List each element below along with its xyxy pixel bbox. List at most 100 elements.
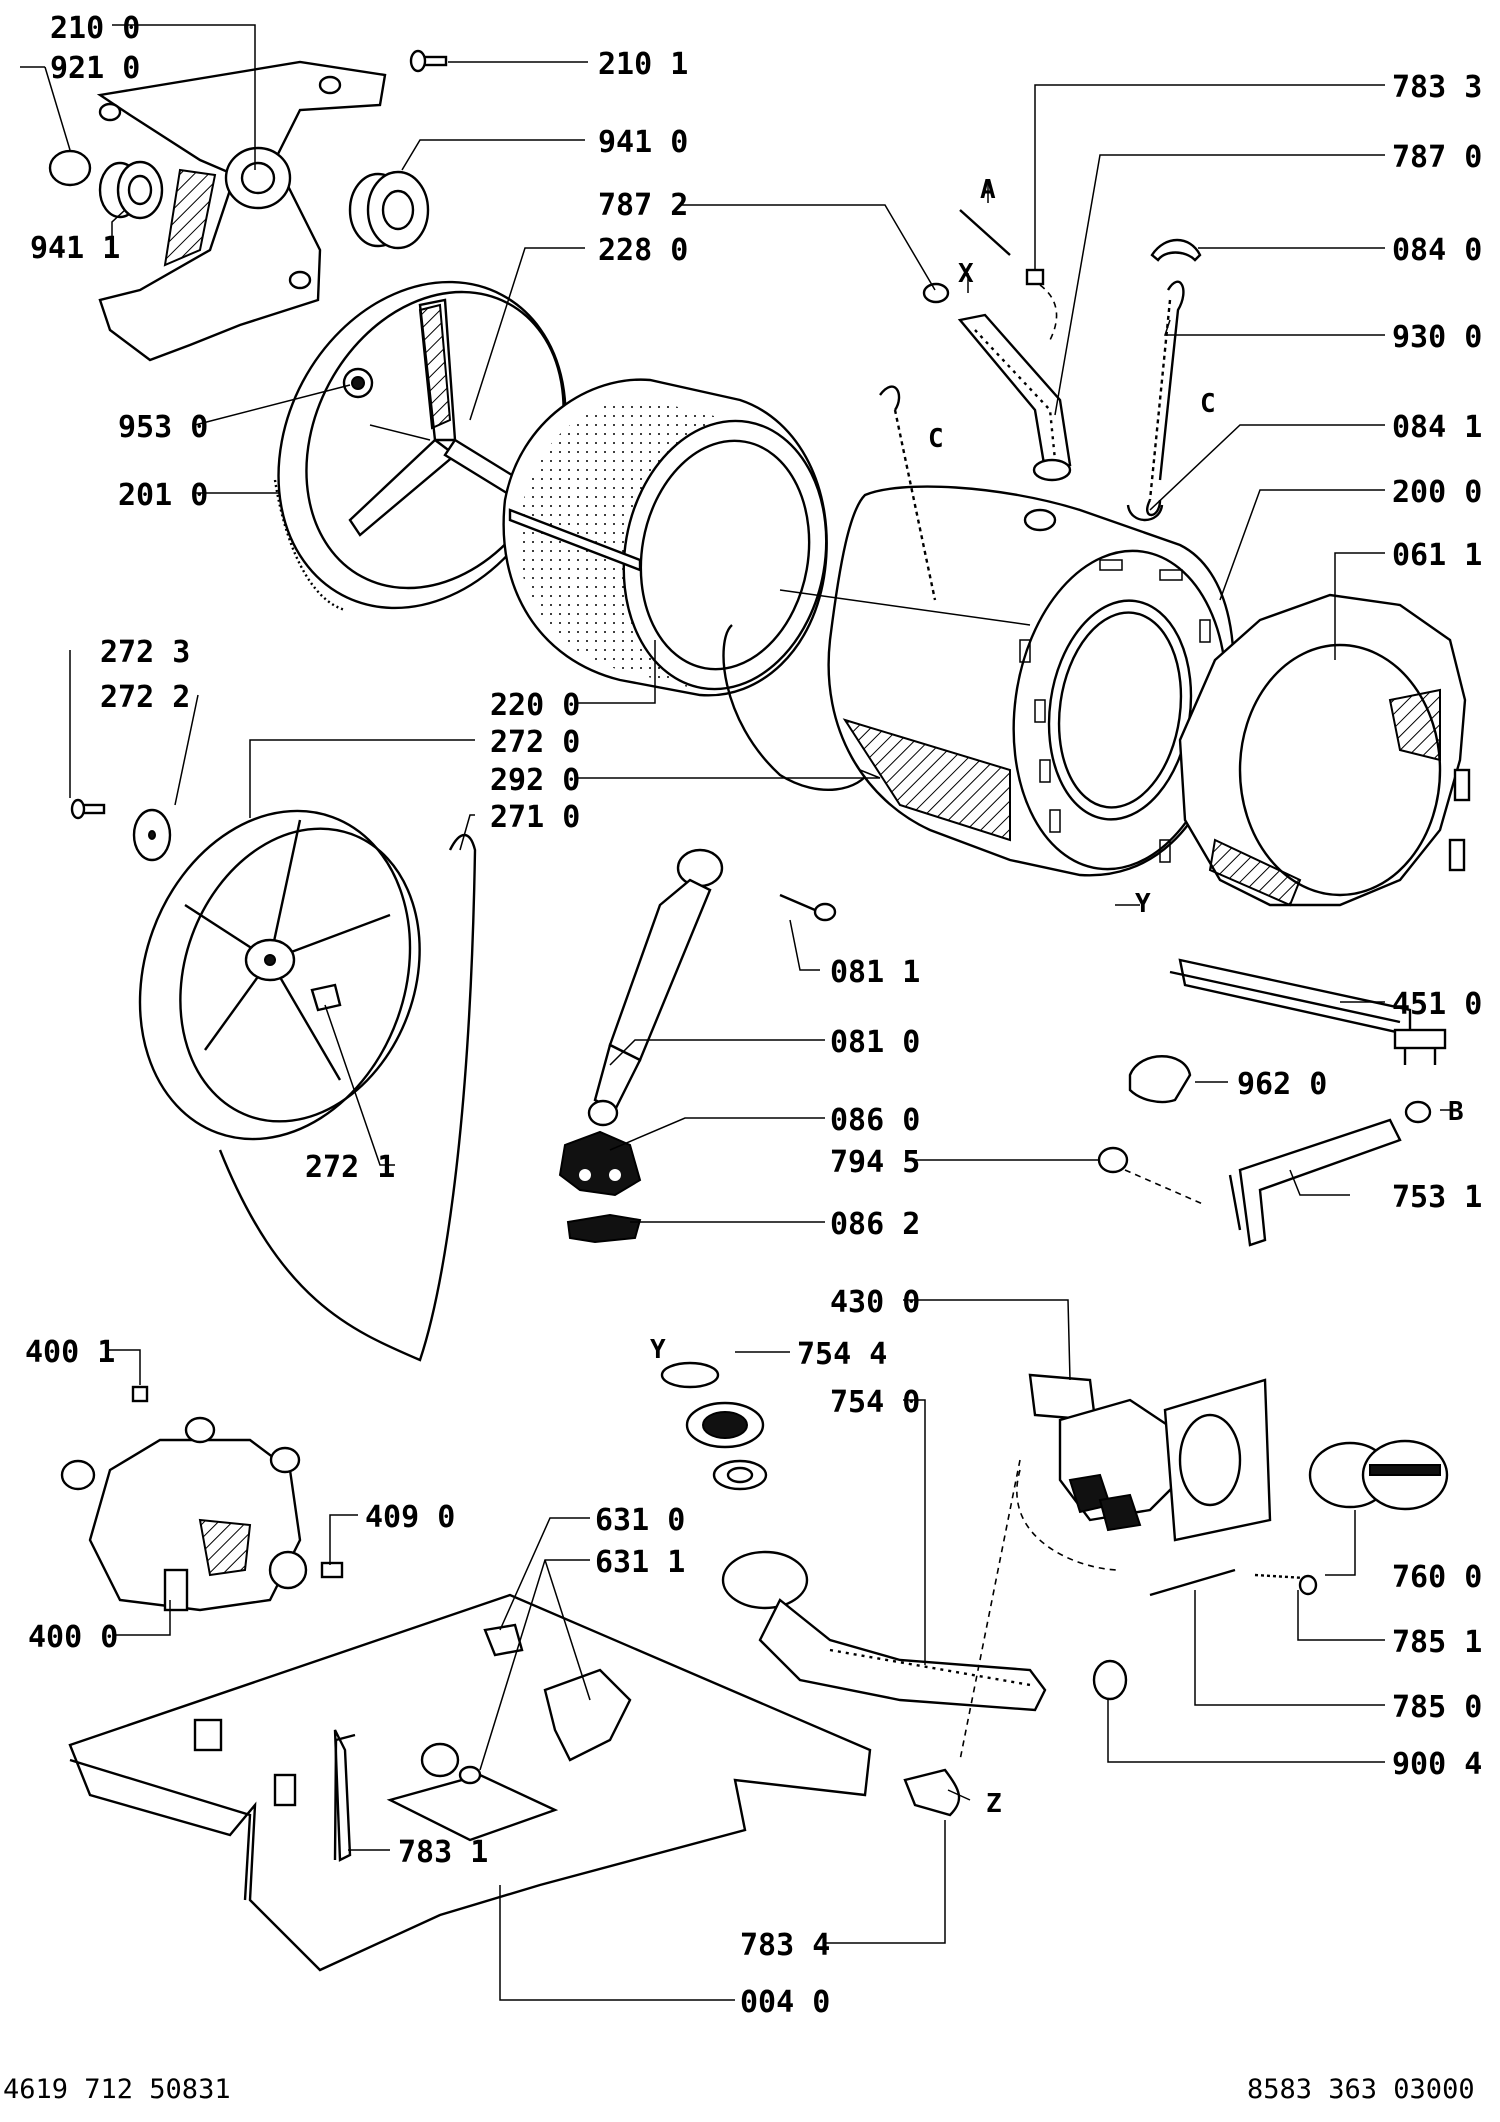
motor-screw-part bbox=[131, 1385, 149, 1403]
callout-272-1: 272 1 bbox=[305, 1150, 395, 1185]
callout-760-0: 760 0 bbox=[1392, 1560, 1482, 1595]
rear-tub-part bbox=[273, 280, 567, 612]
pump-filter-part bbox=[1308, 1439, 1449, 1511]
callout-754-0: 754 0 bbox=[830, 1385, 920, 1420]
leader-lines bbox=[20, 24, 1450, 2001]
tub-cross-part bbox=[96, 60, 387, 362]
shock-mount-clip-part bbox=[566, 1213, 642, 1244]
callout-930-0: 930 0 bbox=[1392, 320, 1482, 355]
marker-y-seal: Y bbox=[650, 1335, 666, 1365]
callout-200-0: 200 0 bbox=[1392, 475, 1482, 510]
callout-430-0: 430 0 bbox=[830, 1285, 920, 1320]
callout-086-0: 086 0 bbox=[830, 1103, 920, 1138]
spring-hook-top-part bbox=[1150, 238, 1202, 262]
heater-bracket-part bbox=[1128, 1055, 1192, 1104]
pin-part bbox=[959, 209, 1011, 256]
bellows-hose-part bbox=[957, 313, 1072, 482]
callout-409-0: 409 0 bbox=[365, 1500, 455, 1535]
connector-dashed-link bbox=[1124, 1169, 1206, 1206]
sump-ring-part bbox=[660, 1361, 720, 1389]
callout-941-1: 941 1 bbox=[30, 231, 120, 266]
pulley-washer-part bbox=[132, 808, 172, 862]
hose-spring-part bbox=[1254, 1573, 1318, 1596]
callout-921-0: 921 0 bbox=[50, 51, 140, 86]
callout-785-1: 785 1 bbox=[1392, 1625, 1482, 1660]
marker-b: B bbox=[1448, 1097, 1464, 1127]
marker-x: X bbox=[958, 259, 974, 289]
front-tub-part bbox=[779, 485, 1235, 877]
callout-210-1: 210 1 bbox=[598, 47, 688, 82]
spring-hook-bottom-part bbox=[1126, 504, 1164, 522]
callout-783-1: 783 1 bbox=[398, 1835, 488, 1870]
callout-084-1: 084 1 bbox=[1392, 410, 1482, 445]
callout-400-0: 400 0 bbox=[28, 1620, 118, 1655]
pump-hose-part bbox=[1149, 1568, 1236, 1597]
marker-z: Z bbox=[986, 1789, 1002, 1819]
callout-794-5: 794 5 bbox=[830, 1145, 920, 1180]
pulley-screw-part bbox=[70, 798, 106, 820]
drum-part bbox=[502, 378, 828, 697]
suspension-spring-right-part bbox=[1146, 280, 1185, 517]
footer-right-code: 8583 363 03000 bbox=[1247, 2074, 1475, 2105]
heater-element-part bbox=[1169, 958, 1447, 1065]
callout-084-0: 084 0 bbox=[1392, 233, 1482, 268]
callout-783-3: 783 3 bbox=[1392, 70, 1482, 105]
callout-272-0: 272 0 bbox=[490, 725, 580, 760]
callout-292-0: 292 0 bbox=[490, 763, 580, 798]
sump-seal-part bbox=[685, 1401, 765, 1449]
hose-clip-part bbox=[1092, 1659, 1128, 1701]
callout-210-0: 210 0 bbox=[50, 11, 140, 46]
foot-bracket-part bbox=[543, 1668, 632, 1762]
level-sensor-part bbox=[1228, 1100, 1432, 1247]
foot-clip-part bbox=[483, 1623, 524, 1657]
callout-631-1: 631 1 bbox=[595, 1545, 685, 1580]
callout-220-0: 220 0 bbox=[490, 688, 580, 723]
air-valve-part bbox=[1025, 268, 1058, 341]
circlip-part bbox=[48, 149, 92, 187]
callout-787-2: 787 2 bbox=[598, 188, 688, 223]
sump-hose-part bbox=[721, 1550, 1047, 1712]
marker-c-right: C bbox=[1200, 389, 1216, 419]
callout-953-0: 953 0 bbox=[118, 410, 208, 445]
carbon-brush-part bbox=[320, 1561, 344, 1579]
callout-783-4: 783 4 bbox=[740, 1928, 830, 1963]
callout-labels: 210 0 921 0 210 1 941 0 941 1 787 2 228 … bbox=[3, 11, 1482, 2105]
callout-631-0: 631 0 bbox=[595, 1503, 685, 1538]
marker-y-tub: Y bbox=[1135, 889, 1151, 919]
callout-754-4: 754 4 bbox=[797, 1337, 887, 1372]
front-counterweight-part bbox=[1178, 593, 1471, 907]
small-bearing-part bbox=[98, 160, 164, 220]
hose-clamp-part bbox=[922, 282, 950, 304]
callout-081-0: 081 0 bbox=[830, 1025, 920, 1060]
callout-004-0: 004 0 bbox=[740, 1985, 830, 2020]
callout-787-0: 787 0 bbox=[1392, 140, 1482, 175]
marker-c-left: C bbox=[928, 424, 944, 454]
callout-061-1: 061 1 bbox=[1392, 538, 1482, 573]
callout-272-2: 272 2 bbox=[100, 680, 190, 715]
callout-201-0: 201 0 bbox=[118, 478, 208, 513]
callout-451-0: 451 0 bbox=[1392, 987, 1482, 1022]
callout-081-1: 081 1 bbox=[830, 955, 920, 990]
suspension-spring-left-part bbox=[879, 385, 937, 601]
callout-941-0: 941 0 bbox=[598, 125, 688, 160]
large-bearing-part bbox=[348, 170, 430, 250]
callout-785-0: 785 0 bbox=[1392, 1690, 1482, 1725]
hose-elbow-part bbox=[903, 1768, 961, 1817]
base-plate-part bbox=[68, 1593, 872, 1972]
sump-valve-part bbox=[712, 1459, 768, 1491]
pressure-tube-part bbox=[333, 1733, 356, 1861]
callout-228-0: 228 0 bbox=[598, 233, 688, 268]
drain-pump-part bbox=[1016, 1373, 1272, 1571]
door-seal-wire-part bbox=[722, 624, 872, 791]
hose-dashed-link bbox=[959, 1459, 1021, 1761]
footer-left-code: 4619 712 50831 bbox=[3, 2074, 231, 2105]
callout-900-4: 900 4 bbox=[1392, 1747, 1482, 1782]
callout-962-0: 962 0 bbox=[1237, 1067, 1327, 1102]
callout-400-1: 400 1 bbox=[25, 1335, 115, 1370]
screw-part bbox=[409, 49, 448, 73]
shock-screw-part bbox=[779, 893, 837, 922]
callout-272-3: 272 3 bbox=[100, 635, 190, 670]
marker-a: A bbox=[980, 175, 996, 205]
